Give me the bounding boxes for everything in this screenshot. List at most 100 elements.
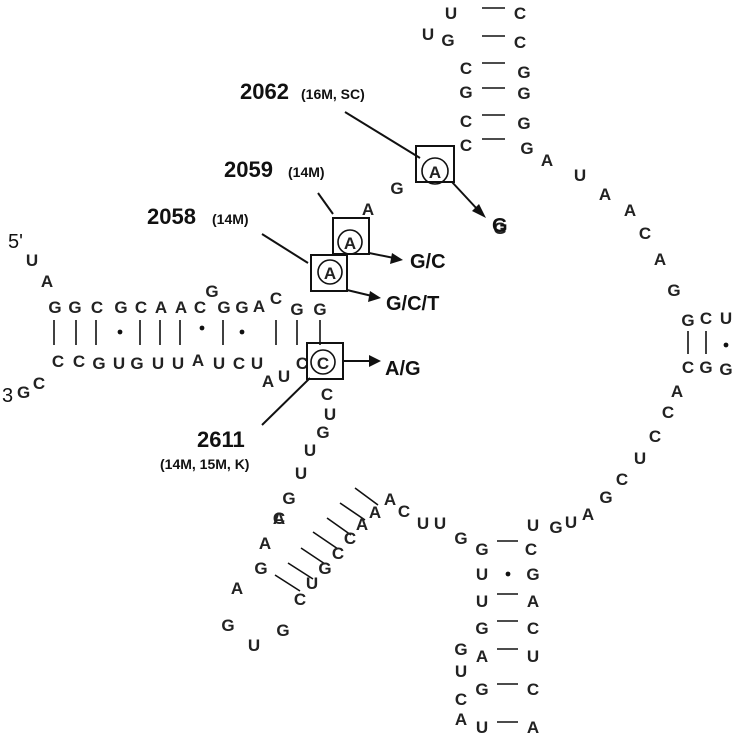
site-2058-mutation: G/C [410, 251, 446, 273]
nucleotide-108: C [233, 354, 245, 373]
nucleotide-14: G [493, 219, 506, 238]
site-2058: 2058 (14M) G/C [147, 204, 446, 273]
nucleotide-26: G [699, 358, 712, 377]
nucleotide-104: U [152, 354, 164, 373]
nucleotide-29: C [662, 403, 674, 422]
nucleotide-77: A [273, 509, 285, 528]
nucleotide-44: A [527, 718, 539, 737]
nucleotide-51: G [475, 680, 488, 699]
nucleotide-103: G [130, 354, 143, 373]
base-pair-lines [53, 7, 707, 723]
nucleotide-89: C [194, 298, 206, 317]
site-2059: 2059 (14M) A A [224, 157, 374, 255]
nucleotide-59: U [417, 514, 429, 533]
nucleotide-96: G [48, 298, 61, 317]
site-2062-box [415, 145, 455, 183]
nucleotide-88: G [205, 282, 218, 301]
nucleotide-5: C [460, 59, 472, 78]
nucleotide-41: C [527, 619, 539, 638]
site-2062-mutation: G [492, 215, 508, 237]
site-2611-base: C [317, 354, 329, 373]
nucleotide-38: C [525, 540, 537, 559]
nucleotide-55: C [455, 690, 467, 709]
nucleotide-82: G [313, 300, 326, 319]
nucleotide-85: A [253, 297, 265, 316]
site-2057-mutation: G/C/T [386, 293, 439, 315]
nucleotide-35: U [565, 513, 577, 532]
site-2059-circle [337, 229, 363, 255]
nucleotide-1: C [514, 4, 526, 23]
site-2611-mutation: A/G [385, 358, 421, 380]
nucleotide-76: U [295, 464, 307, 483]
nucleotide-56: A [455, 710, 467, 729]
nucleotide-30: C [649, 427, 661, 446]
nucleotide-94: C [91, 298, 103, 317]
nucleotide-10: G [517, 114, 530, 133]
nucleotide-4: C [514, 33, 526, 52]
nucleotide-49: G [475, 619, 488, 638]
nucleotide-6: G [517, 63, 530, 82]
nucleotide-113: C [33, 374, 45, 393]
site-2062: 2062 (16M, SC) A G [240, 79, 508, 237]
nucleotide-72: G [254, 559, 267, 578]
nucleotide-62: A [356, 515, 368, 534]
nucleotide-66: U [306, 574, 318, 593]
nucleotide-7: G [459, 83, 472, 102]
three-prime-end-number: 3 [2, 385, 13, 407]
nucleotide-43: C [527, 680, 539, 699]
nucleotide-24: U [720, 309, 732, 328]
nucleotide-28: A [671, 382, 683, 401]
nucleotide-47: U [476, 565, 488, 584]
nucleotide-54: U [455, 662, 467, 681]
nucleotide-8: G [517, 84, 530, 103]
nucleotide-87: G [217, 298, 230, 317]
site-2058-detail: (14M) [212, 211, 249, 227]
site-2611-detail: (14M, 15M, K) [160, 456, 249, 472]
nucleotide-27: G [719, 360, 732, 379]
site-2611: C A/G 2611 (14M, 15M, K) [160, 342, 421, 472]
nucleotide-106: A [192, 351, 204, 370]
nucleotide-71: A [231, 579, 243, 598]
nucleotide-36: G [549, 518, 562, 537]
nucleotide-84: C [270, 289, 282, 308]
nucleotide-86: G [235, 298, 248, 317]
nucleotide-50: A [476, 647, 488, 666]
nucleotide-58: C [398, 502, 410, 521]
nucleotide-110: A [262, 372, 274, 391]
nucleotide-92: C [135, 298, 147, 317]
nucleotide-52: U [476, 718, 488, 737]
nucleotide-80: U [324, 405, 336, 424]
nucleotide-0: U [445, 4, 457, 23]
nucleotide-31: U [634, 449, 646, 468]
nucleotide-45: G [454, 529, 467, 548]
nucleotide-17: A [599, 185, 611, 204]
nucleotide-112: C [296, 354, 308, 373]
nucleotide-111: U [278, 367, 290, 386]
nucleotide-67: C [294, 590, 306, 609]
nucleotide-75: G [282, 489, 295, 508]
nucleotide-15: A [541, 151, 553, 170]
nucleotide-34: A [582, 505, 594, 524]
nucleotide-32: C [616, 470, 628, 489]
site-2062-detail: (16M, SC) [301, 86, 365, 102]
nucleotide-46: G [475, 540, 488, 559]
site-2059-extra-base: A [362, 200, 374, 219]
site-2611-position: 2611 [197, 427, 245, 452]
nucleotide-11: C [460, 136, 472, 155]
site-2057-circle [317, 259, 343, 285]
nucleotide-74: C [273, 509, 285, 528]
nucleotide-57: A [384, 490, 396, 509]
site-2062-base: A [429, 163, 441, 182]
nucleotide-21: G [667, 281, 680, 300]
nucleotide-102: U [113, 354, 125, 373]
nucleotide-99: C [52, 352, 64, 371]
nucleotide-19: C [639, 224, 651, 243]
site-2059-position: 2059 [224, 157, 273, 182]
site-2057-base: A [324, 264, 336, 283]
site-2062-circle [421, 157, 449, 185]
site-2059-base: A [344, 234, 356, 253]
nucleotide-37: U [527, 516, 539, 535]
nucleotide-78: U [304, 441, 316, 460]
